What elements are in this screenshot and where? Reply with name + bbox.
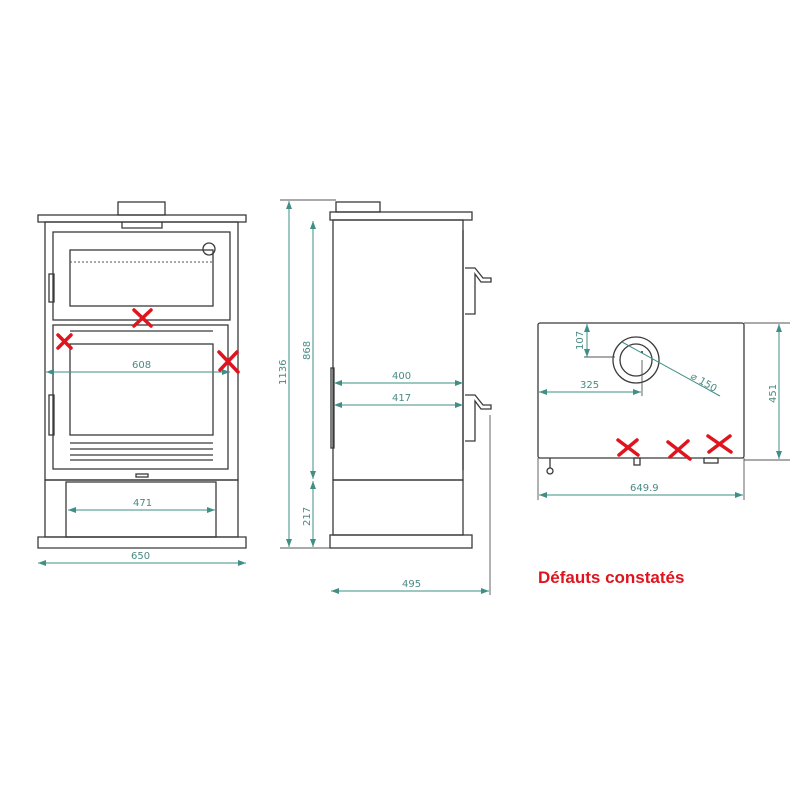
defect-marks [56,308,733,461]
defect-x-icon [666,439,692,461]
dim-471: 471 [133,498,152,509]
dim-107: 107 [575,331,586,350]
dim-400: 400 [392,371,411,382]
top-view: 107 325 ⌀ 150 451 649.9 [537,322,790,500]
dim-217: 217 [302,507,313,526]
dim-325: 325 [580,380,599,391]
defect-x-icon [56,333,73,350]
dim-417: 417 [392,393,411,404]
dim-1136: 1136 [278,360,289,385]
dim-608: 608 [132,360,151,371]
dim-diameter-150: ⌀ 150 [689,371,719,395]
dim-649-9: 649.9 [630,483,659,494]
defect-x-icon [706,434,733,454]
front-view: 608 471 650 [37,201,247,566]
dim-650: 650 [131,551,150,562]
side-view: 1136 868 217 400 417 495 [278,199,492,595]
dim-451: 451 [768,384,779,403]
defect-x-icon [616,438,640,457]
defect-x-icon [217,350,240,374]
defect-x-icon [132,308,153,328]
dim-868: 868 [302,341,313,360]
defects-title: Défauts constatés [538,568,685,587]
dim-495: 495 [402,579,421,590]
